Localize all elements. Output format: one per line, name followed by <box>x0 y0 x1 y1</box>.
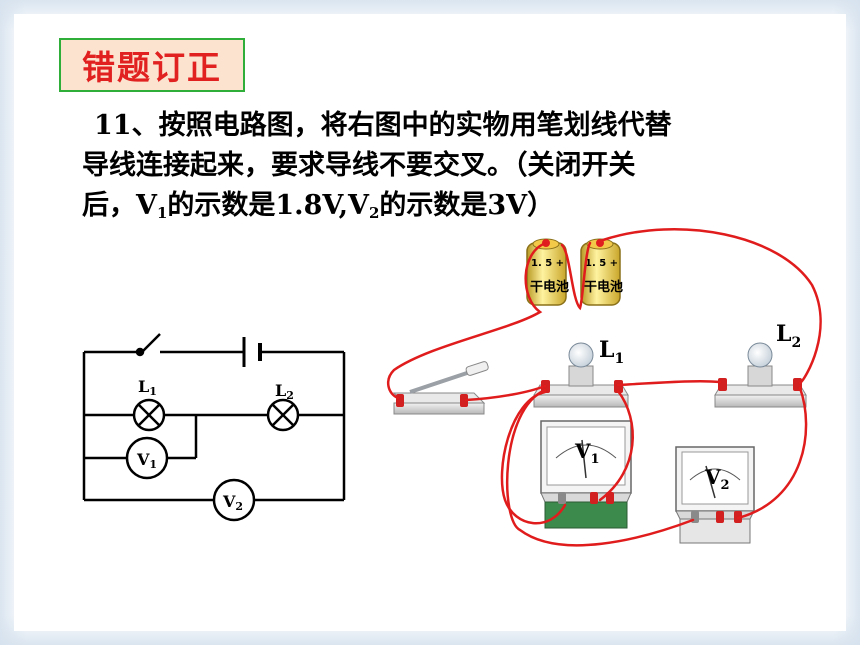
lamp2-physical-label: L2 <box>776 321 801 351</box>
battery-1-rating: 1. 5 + <box>531 258 564 269</box>
wire-to-V2neg <box>506 388 695 547</box>
lamp-2-physical <box>714 342 807 408</box>
slide-title-text: 错题订正 <box>82 48 222 87</box>
schematic-v1-label: V1 <box>136 450 157 471</box>
lamp2-terminal-left <box>718 378 727 391</box>
wire-L1-to-L2 <box>616 379 722 387</box>
wire-L1-to-V1plus <box>598 389 634 502</box>
question-line-2: 导线连接起来，要求导线不要交叉。（关闭开关 <box>82 150 636 181</box>
schematic-lamp2-label: L2 <box>275 381 294 402</box>
lamp1-physical-label: L1 <box>599 337 624 367</box>
lamp1-socket <box>568 365 594 387</box>
battery-1: 1. 5 + 干电池 <box>526 238 569 306</box>
question-line-3-part-b: 的示数是1.8V,V <box>167 190 369 221</box>
v1-body-top <box>540 492 632 503</box>
schematic-voltmeter-2 <box>212 478 256 522</box>
switch-terminal-right <box>460 394 468 407</box>
v1-needle <box>581 439 587 479</box>
switch-base-front <box>393 402 485 415</box>
wire-switch-to-L1 <box>464 384 547 402</box>
switch-handle <box>465 361 489 376</box>
lamp2-socket <box>747 365 773 387</box>
lamp1-cross-b <box>137 403 161 427</box>
lamp1-terminal-right <box>614 380 623 393</box>
lamp2-cross-b <box>271 403 295 427</box>
question-sub-1: 1 <box>156 204 168 222</box>
slide-title: 错题订正 <box>59 38 245 92</box>
schematic-lamp1-label: L1 <box>138 377 157 398</box>
schematic-v2-label: V2 <box>222 492 243 513</box>
wire-battery-to-L2 <box>601 228 822 385</box>
battery-2-label: 干电池 <box>584 279 623 295</box>
lamp1-base-front <box>533 394 629 408</box>
battery-2: 1. 5 + 干电池 <box>580 238 623 306</box>
v2-needle <box>705 465 716 499</box>
battery-1-label: 干电池 <box>530 279 569 295</box>
v1-terminal-3v <box>590 492 598 504</box>
question-line-3-part-c: 的示数是3V） <box>379 190 555 221</box>
v2-terminal-3v <box>716 511 724 523</box>
voltmeter-1-physical <box>540 420 632 529</box>
battery-2-terminal <box>596 239 604 247</box>
question-text: 11、按照电路图，将右图中的实物用笔划线代替 导线连接起来，要求导线不要交叉。（… <box>82 106 814 233</box>
switch-blade-metal <box>409 370 471 394</box>
v2-scale-arc <box>689 468 741 481</box>
battery-2-rating: 1. 5 + <box>585 258 618 269</box>
wire-battery-to-switch <box>386 241 548 400</box>
red-wires <box>386 228 822 547</box>
voltmeter-2-physical <box>675 446 755 544</box>
question-line-3-part-a: 后，V <box>82 190 157 221</box>
wire-between-batteries <box>560 241 592 311</box>
question-line-1: 11、按照电路图，将右图中的实物用笔划线代替 <box>94 110 672 141</box>
switch-base-top <box>392 392 486 404</box>
lamp2-bulb <box>747 342 773 368</box>
switch-contact <box>135 347 145 357</box>
schematic-voltmeter-1 <box>125 436 169 480</box>
wire-L1-to-V1neg <box>500 390 567 525</box>
question-sub-2: 2 <box>368 204 380 222</box>
lamp1-bulb <box>568 342 594 368</box>
lamp2-base-front <box>714 394 807 408</box>
switch-blade <box>141 333 161 353</box>
voltmeter2-physical-label: V2 <box>704 465 730 493</box>
v1-scale-arc <box>555 444 617 459</box>
v1-terminal-neg <box>558 492 566 504</box>
switch-terminal-left <box>396 394 404 407</box>
wire-L2-to-V2plus <box>736 386 808 520</box>
question-line-3: 后，V1的示数是1.8V,V2的示数是3V） <box>82 186 814 233</box>
voltmeter1-physical-label: V1 <box>574 439 600 467</box>
knife-switch <box>392 361 489 415</box>
